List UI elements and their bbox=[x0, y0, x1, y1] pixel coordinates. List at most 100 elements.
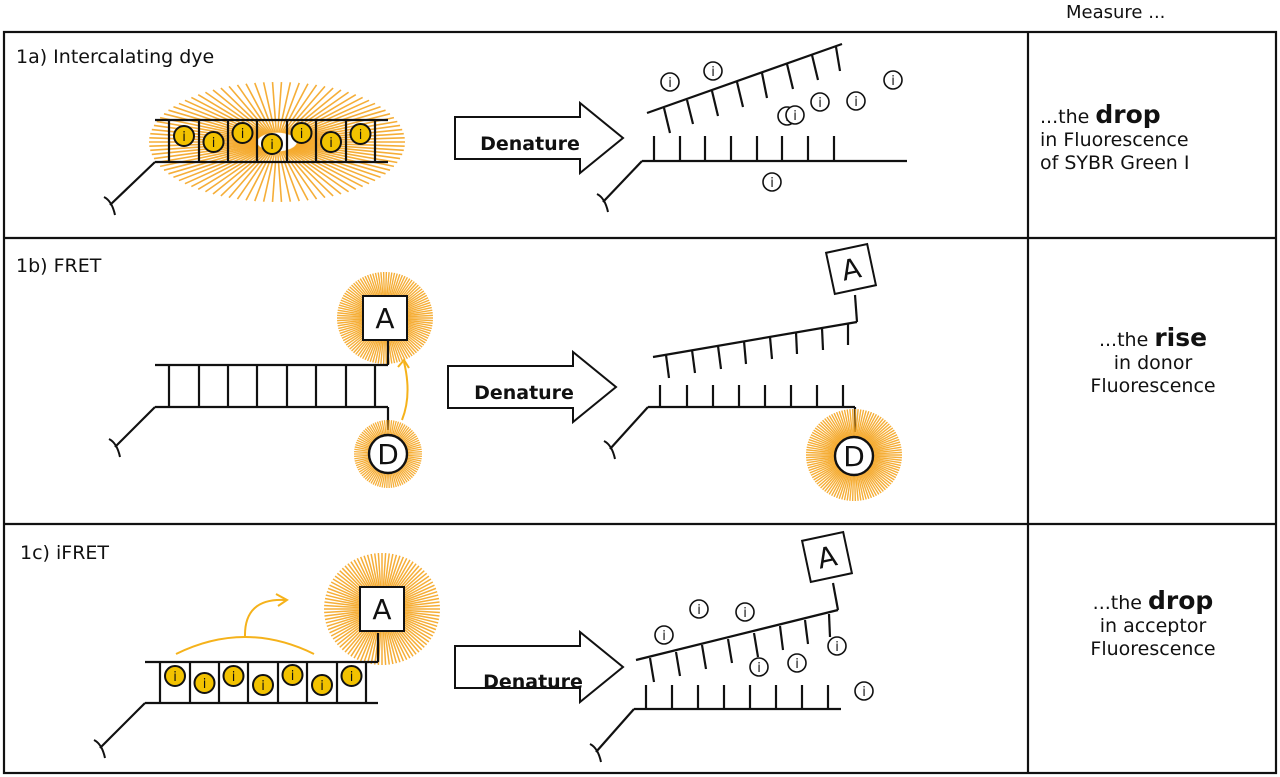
dna-tail bbox=[93, 702, 146, 759]
primer-tail bbox=[595, 708, 635, 753]
strand-end-cap bbox=[108, 438, 121, 458]
dye-circle bbox=[735, 602, 755, 622]
glow-ray bbox=[290, 148, 364, 188]
bound-dye-icon: i bbox=[320, 131, 342, 153]
acceptor-letter: A bbox=[375, 302, 394, 335]
dna-tail bbox=[108, 406, 156, 458]
acceptor-box bbox=[800, 530, 854, 584]
acceptor-label-box: A bbox=[359, 586, 405, 632]
base-tick bbox=[648, 657, 656, 683]
bound-dye-icon: i bbox=[231, 122, 254, 144]
denature-label-1a: Denature bbox=[480, 133, 580, 155]
acceptor-linker bbox=[853, 294, 859, 323]
glow-ray bbox=[262, 82, 276, 133]
result-keyword: drop bbox=[1148, 586, 1214, 615]
free-dye-icon: i bbox=[827, 636, 847, 656]
dye-circle bbox=[261, 133, 283, 155]
result-prefix: ...the bbox=[1092, 592, 1142, 614]
glow-ray bbox=[296, 143, 403, 156]
dye-symbol: i bbox=[862, 685, 866, 700]
result-line2: in Fluorescence bbox=[1040, 129, 1189, 151]
glow-ray bbox=[282, 150, 318, 200]
strand-end-cap bbox=[93, 739, 106, 759]
glow-ray bbox=[204, 91, 267, 135]
primer-tail bbox=[602, 160, 643, 203]
bound-dye-icon: i bbox=[311, 674, 333, 696]
energy-transfer-arc bbox=[175, 636, 315, 655]
dna-tail bbox=[603, 406, 649, 460]
dye-circle bbox=[787, 653, 807, 673]
single-strand-top bbox=[635, 582, 840, 683]
dye-circle bbox=[810, 92, 830, 112]
dye-symbol: i bbox=[173, 670, 177, 685]
glow-ray bbox=[282, 84, 318, 134]
single-strand-top bbox=[646, 42, 843, 134]
glow-ray bbox=[190, 148, 264, 188]
bound-dye-icon: i bbox=[222, 665, 245, 687]
base-tick bbox=[752, 632, 760, 658]
free-dye-icon: i bbox=[654, 625, 674, 645]
dye-circle bbox=[349, 123, 372, 145]
base-tick bbox=[834, 46, 842, 72]
glow-ray bbox=[228, 85, 271, 134]
dye-circle bbox=[689, 599, 709, 619]
glow-ray bbox=[163, 145, 260, 171]
glow-ray bbox=[220, 87, 269, 135]
glow-ray bbox=[283, 150, 326, 199]
measure-column-header: Measure ... bbox=[1066, 2, 1166, 23]
free-dye-icon: i bbox=[854, 681, 874, 701]
bound-dye-icon: i bbox=[281, 664, 304, 686]
dye-symbol: i bbox=[270, 138, 274, 153]
glow-ray bbox=[285, 149, 334, 197]
glow-ray bbox=[245, 150, 273, 201]
result-keyword: rise bbox=[1154, 323, 1208, 352]
free-dye-icon: i bbox=[787, 653, 807, 673]
free-dye-icon: i bbox=[883, 70, 903, 90]
bound-dye-icon: i bbox=[202, 131, 225, 153]
donor-circle bbox=[367, 433, 409, 475]
dye-circle bbox=[785, 105, 805, 125]
strand-end-cap bbox=[103, 196, 116, 216]
dsdna-ladder bbox=[145, 660, 378, 705]
glow-ray bbox=[276, 151, 283, 203]
table-border bbox=[2, 30, 1278, 775]
glow-ray bbox=[156, 144, 259, 164]
dye-symbol: i bbox=[743, 606, 747, 621]
glow-ray bbox=[254, 150, 275, 202]
base-tick bbox=[662, 107, 672, 134]
free-dye-icon: i bbox=[810, 92, 830, 112]
glow-ray bbox=[254, 82, 275, 134]
dye-circle bbox=[311, 674, 333, 696]
dye-circle bbox=[749, 657, 769, 677]
free-dye-icon: i bbox=[735, 602, 755, 622]
acceptor-label-box: A bbox=[362, 295, 408, 341]
base-tick bbox=[674, 651, 682, 677]
dye-circle bbox=[340, 665, 363, 687]
base-tick bbox=[726, 638, 734, 664]
bound-dye-icon: i bbox=[193, 672, 216, 694]
glow-ray bbox=[296, 124, 401, 141]
base-tick bbox=[760, 72, 769, 99]
glow-ray bbox=[262, 151, 276, 202]
glow-ray bbox=[292, 147, 376, 182]
acceptor-box bbox=[824, 242, 878, 296]
result-keyword: drop bbox=[1095, 100, 1161, 129]
result-1a: ...the drop in Fluorescence of SYBR Gree… bbox=[1040, 100, 1250, 175]
dye-circle bbox=[654, 625, 674, 645]
glow-ray bbox=[220, 149, 269, 197]
dsdna-ladder bbox=[155, 118, 388, 164]
dye-circle bbox=[827, 636, 847, 656]
result-line3: Fluorescence bbox=[1090, 375, 1216, 397]
bound-dye-icon: i bbox=[340, 665, 363, 687]
glow-ray bbox=[296, 128, 403, 141]
glow-ray bbox=[245, 83, 273, 134]
result-prefix: ...the bbox=[1098, 329, 1149, 351]
glow-ray bbox=[197, 148, 266, 190]
energy-transfer-arrowhead bbox=[275, 593, 289, 607]
dye-circle bbox=[252, 674, 274, 696]
bound-dye-icon: i bbox=[252, 674, 274, 696]
dye-circle bbox=[854, 681, 874, 701]
base-tick bbox=[768, 336, 774, 360]
